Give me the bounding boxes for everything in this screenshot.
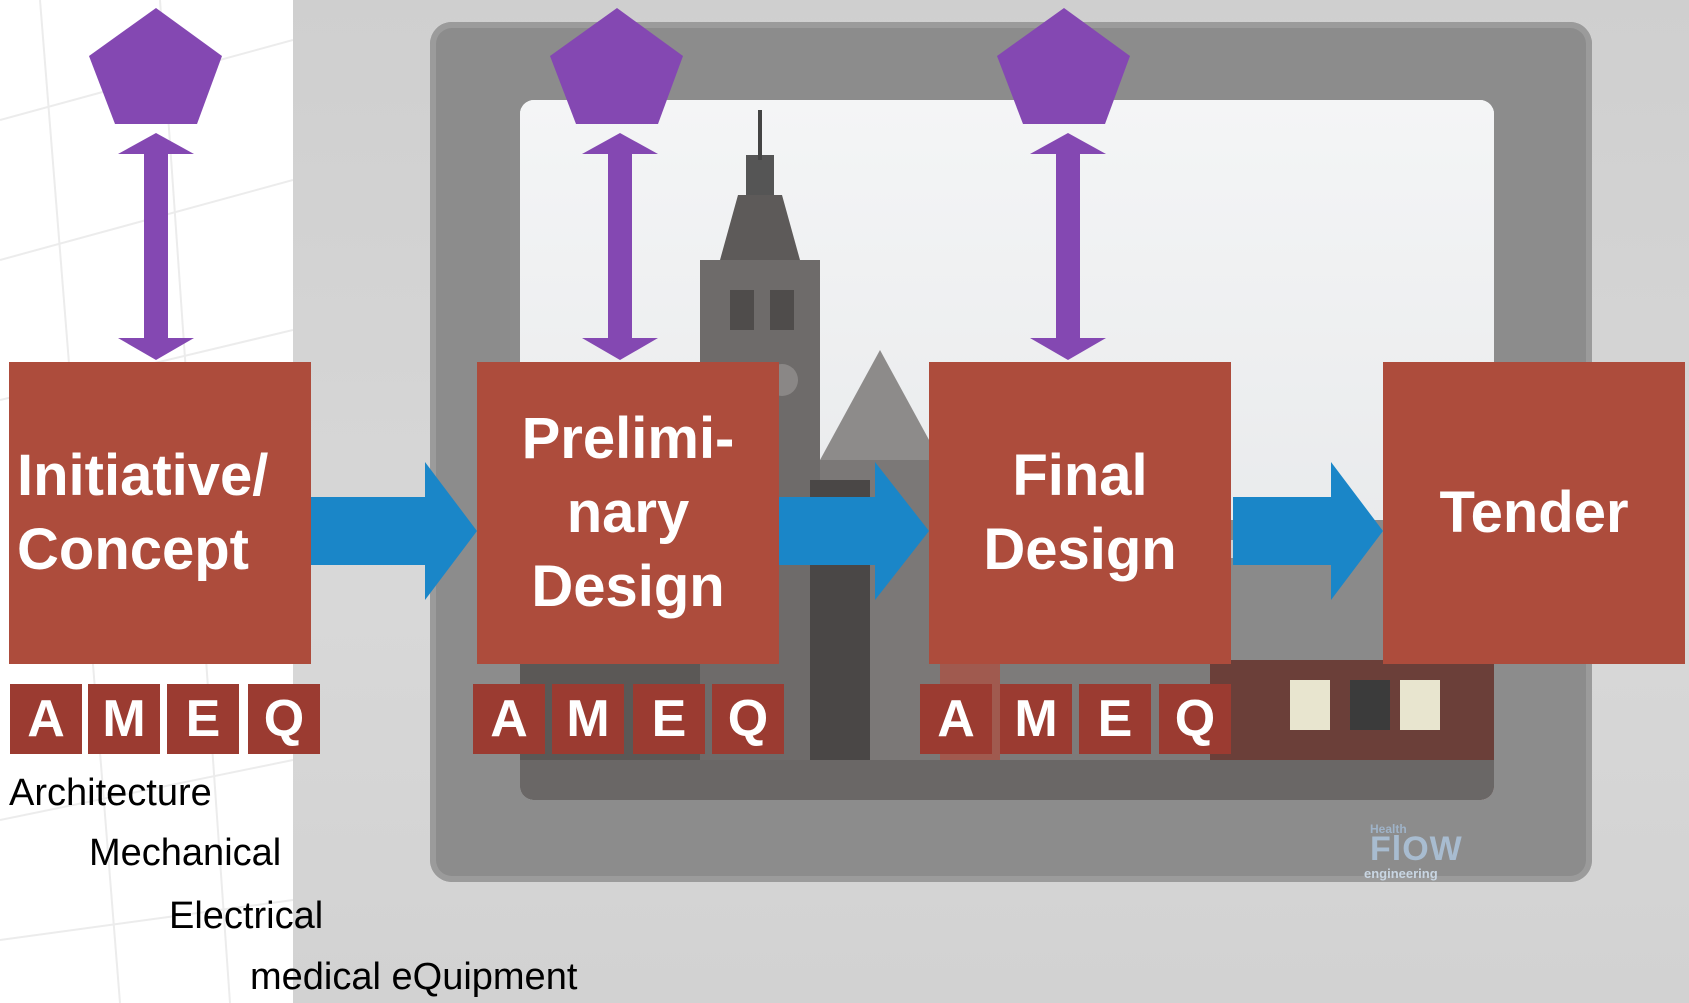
flow-engineering-logo: Health FlOW engineering: [1364, 822, 1520, 882]
flow-arrow-1: [311, 462, 477, 600]
discipline-q-2: Q: [712, 684, 784, 754]
discipline-e-1: E: [167, 684, 239, 754]
logo-small-text: Health: [1370, 822, 1407, 836]
double-arrow-2: [582, 133, 658, 360]
discipline-q-3: Q: [1159, 684, 1231, 754]
discipline-a-2: A: [473, 684, 545, 754]
stakeholder-pentagon-3: [997, 8, 1130, 124]
legend-architecture: Architecture: [9, 772, 212, 814]
discipline-m-2: M: [552, 684, 624, 754]
stakeholder-pentagon-1: [89, 8, 222, 124]
logo-sub-text: engineering: [1364, 866, 1438, 881]
legend-medical-equipment: medical eQuipment: [250, 956, 578, 998]
discipline-m-3: M: [1000, 684, 1072, 754]
stage-tender: Tender: [1383, 362, 1685, 664]
discipline-q-1: Q: [248, 684, 320, 754]
stage-final-design: Final Design: [929, 362, 1231, 664]
legend-electrical: Electrical: [169, 895, 324, 937]
discipline-e-2: E: [633, 684, 705, 754]
discipline-m-1: M: [88, 684, 160, 754]
discipline-a-3: A: [920, 684, 992, 754]
discipline-a-1: A: [10, 684, 82, 754]
double-arrow-3: [1030, 133, 1106, 360]
flow-arrow-3: [1233, 462, 1383, 600]
double-arrow-1: [118, 133, 194, 360]
stage-preliminary-design: Prelimi- nary Design: [477, 362, 779, 664]
legend-mechanical: Mechanical: [89, 832, 282, 874]
discipline-e-3: E: [1079, 684, 1151, 754]
stakeholder-pentagon-2: [550, 8, 683, 124]
flow-arrow-2: [779, 462, 929, 600]
logo-main-text: FlOW: [1370, 830, 1463, 868]
stage-initiative-concept: Initiative/ Concept: [9, 362, 311, 664]
